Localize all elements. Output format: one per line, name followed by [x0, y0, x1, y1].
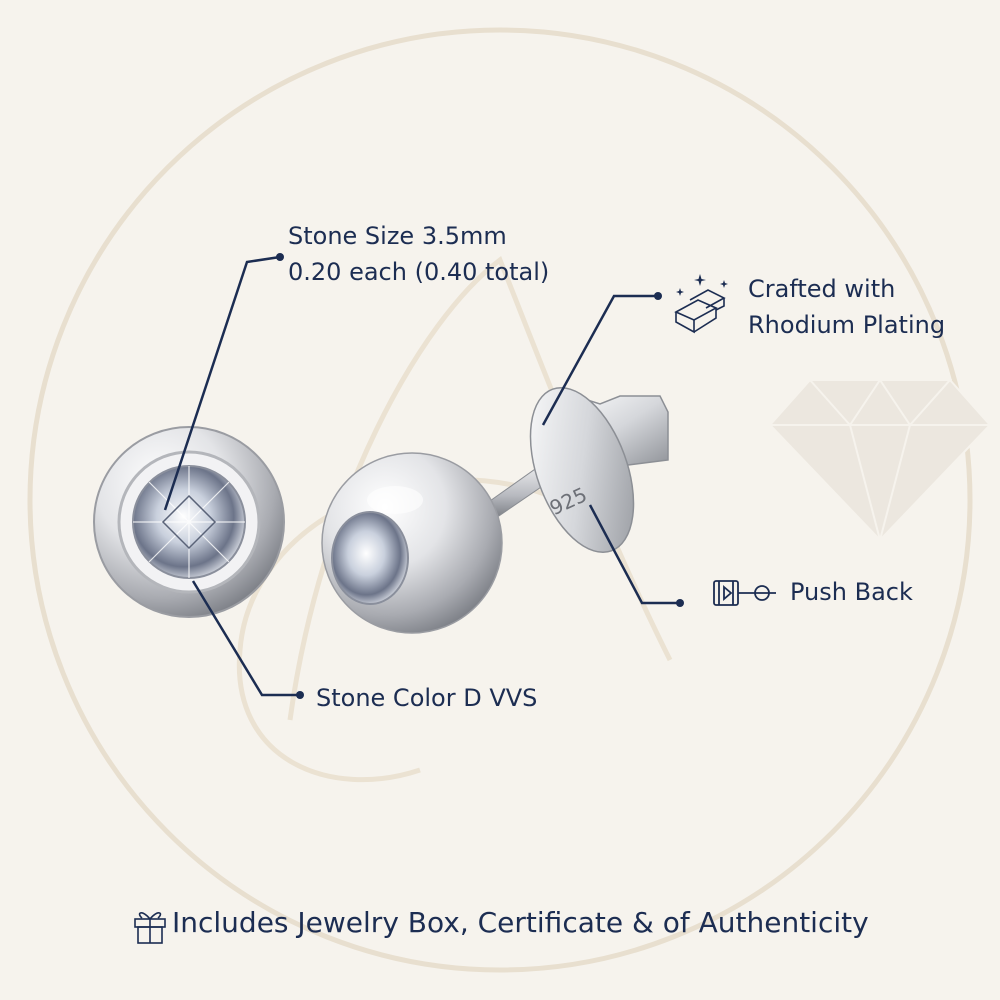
- watermark-ring: [27, 27, 973, 973]
- plating-label-line2: Rhodium Plating: [748, 311, 946, 339]
- stone-size-leader: [163, 255, 281, 511]
- diamond-watermark-icon: [768, 379, 992, 542]
- stone-color-label: Stone Color D VVS: [316, 684, 538, 712]
- ball-diamond-stone: [331, 511, 409, 605]
- push-back-disc: [529, 386, 635, 554]
- earring-side-view: 925: [321, 386, 669, 634]
- push-back-label: Push Back: [790, 578, 913, 606]
- plating-leader: [541, 294, 658, 426]
- metal-bars-icon: [674, 274, 728, 334]
- gift-box-icon: [134, 912, 166, 944]
- stone-size-label: Stone Size 3.5mm: [288, 222, 507, 250]
- plating-label-line1: Crafted with: [748, 275, 896, 303]
- footer-includes-text: Includes Jewelry Box, Certificate & of A…: [172, 906, 869, 939]
- earring-front-view: [93, 426, 285, 618]
- carat-weight-label: 0.20 each (0.40 total): [288, 258, 550, 286]
- push-back-clasp-icon: [713, 580, 776, 606]
- push-back-leader: [588, 504, 680, 605]
- stone-color-leader: [191, 580, 300, 697]
